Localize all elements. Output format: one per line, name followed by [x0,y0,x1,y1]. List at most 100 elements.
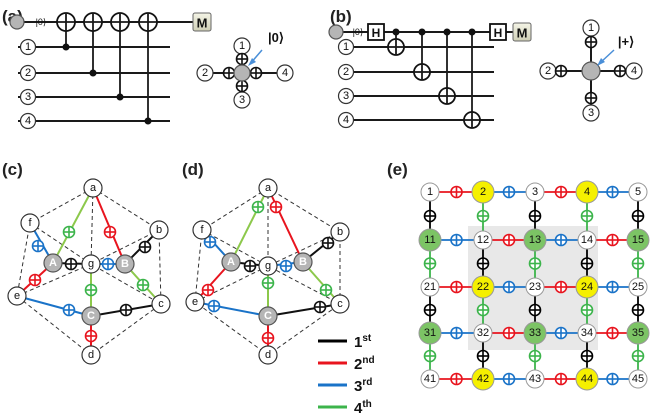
lattice-node-45: 45 [628,369,648,389]
lattice-node-43: 43 [525,369,545,389]
panel-label-e: (e) [387,160,408,179]
lattice-node-12: 12 [473,230,493,250]
cube-c-ancilla-A [43,253,63,273]
lattice-node-33: 33 [523,321,547,345]
svg-text:4: 4 [343,114,349,126]
cube-d-vertex-g [258,256,278,276]
qubit-label-b-3: 3 [337,87,355,105]
cnot-target-icon [101,257,115,271]
lattice-edge-h [430,326,483,340]
svg-text:g: g [265,260,271,272]
measure-label-a: M [197,16,208,31]
circuit-a: |0⟩ M 1 [9,12,212,130]
svg-text:4: 4 [25,115,31,127]
cube-d-ancilla-A [221,252,241,272]
svg-text:31: 31 [424,327,436,339]
lattice-node-11: 11 [418,228,442,252]
svg-text:d: d [265,349,271,361]
lattice-node-21: 21 [420,277,440,297]
star-b-ancilla [581,61,601,81]
star-b-xor-up [584,35,598,49]
lattice-node-34: 34 [577,323,597,343]
svg-text:2nd: 2nd [354,355,375,373]
star-b-xor-down [584,91,598,105]
svg-text:c: c [158,298,164,310]
cnot-target-icon [103,225,117,239]
svg-text:g: g [88,258,94,270]
lattice-node-1: 1 [420,182,440,202]
svg-text:B: B [121,258,129,270]
cnot-b-4 [463,28,481,129]
svg-text:15: 15 [632,234,644,246]
svg-text:a: a [90,182,97,194]
cube-c-vertex-e [7,286,27,306]
star-a-qubit-2 [196,64,214,82]
svg-text:44: 44 [581,373,593,385]
cnot-target-icon [243,259,257,273]
svg-text:5: 5 [635,186,641,198]
svg-text:1: 1 [427,186,433,198]
svg-text:f: f [28,217,32,229]
svg-text:H: H [372,26,381,40]
svg-text:13: 13 [529,234,541,246]
qubit-label-a-1: 1 [19,38,37,56]
svg-text:22: 22 [477,281,489,293]
star-a: 1 2 3 4 |0⟩ [196,30,294,109]
legend-item-3: 3rd [318,377,372,395]
cube-c-vertex-b [149,220,169,240]
cnot-target-icon [261,331,275,345]
svg-text:4th: 4th [354,399,372,417]
panel-label-b: (b) [330,7,352,26]
cnot-target-icon [84,283,98,297]
svg-text:3rd: 3rd [354,377,372,395]
cnot-b-2 [413,28,431,81]
star-a-xor-right [249,66,263,80]
svg-text:34: 34 [581,327,593,339]
cube-d-vertex-a [258,178,278,198]
svg-text:4: 4 [631,65,637,77]
circuit-b: |0⟩ H H M [328,22,532,129]
svg-text:42: 42 [477,373,489,385]
cube-c-ancilla-C [81,306,101,326]
cube-d: a b c d e f g A B C [185,178,350,365]
state-label-b: |+⟩ [618,34,634,49]
cube-d-ancilla-C [258,306,278,326]
cube-d-vertex-e [185,292,205,312]
star-a-xor-up [235,52,249,66]
lattice-node-13: 13 [523,228,547,252]
cube-c-vertex-f [20,213,40,233]
svg-text:1: 1 [239,40,245,52]
svg-text:4: 4 [584,186,590,198]
svg-text:1: 1 [588,22,594,34]
hadamard-gate-1 [367,23,385,41]
cube-c-ancilla-B [115,254,135,274]
lattice-node-41: 41 [420,369,440,389]
qubit-label-a-2: 2 [19,64,37,82]
ancilla-ket-a: |0⟩ [36,17,47,27]
svg-text:A: A [227,256,235,268]
cnot-target-icon [313,300,327,314]
cube-c-vertex-a [83,178,103,198]
svg-text:3: 3 [239,94,245,106]
lattice-node-24: 24 [575,275,599,299]
cnot-target-icon [119,303,133,317]
cube-d-ancilla-B [293,252,313,272]
svg-text:3: 3 [588,107,594,119]
panel-label-d: (d) [182,160,204,179]
svg-text:33: 33 [529,327,541,339]
cnot-target-icon [64,257,78,271]
qubit-label-a-4: 4 [19,112,37,130]
lattice-node-32: 32 [473,323,493,343]
cnot-target-icon [319,283,333,297]
cnot-target-icon [261,276,275,290]
panel-label-c: (c) [2,160,23,179]
svg-text:21: 21 [424,281,436,293]
cnot-gate-2 [83,12,103,77]
cnot-target-icon [62,303,76,317]
svg-text:2: 2 [545,65,551,77]
svg-text:11: 11 [424,234,435,246]
svg-text:C: C [87,310,95,322]
svg-text:2: 2 [25,67,31,79]
svg-text:b: b [337,226,343,238]
